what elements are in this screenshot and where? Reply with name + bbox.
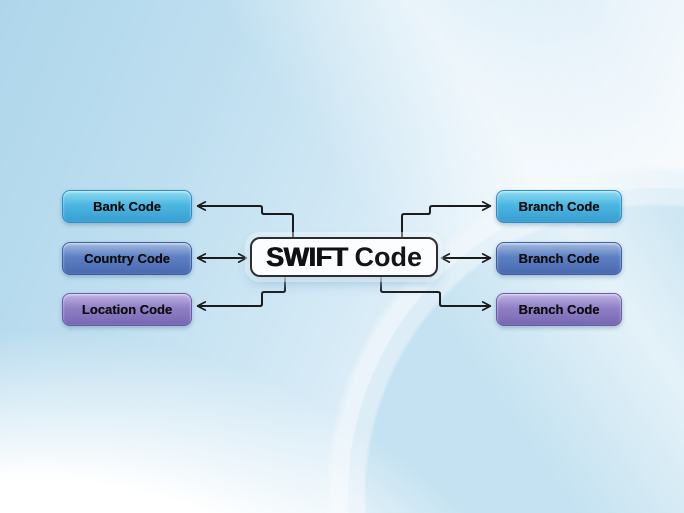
node-location-code: Location Code (62, 293, 192, 326)
node-branch-code-top-label: Branch Code (518, 199, 600, 214)
connector-swift-to-bank-code (196, 201, 294, 238)
connector-swift-to-location-code (196, 276, 286, 311)
node-branch-code-bottom: Branch Code (496, 293, 622, 326)
node-bank-code-label: Bank Code (93, 199, 161, 214)
node-branch-code-middle-label: Branch Code (518, 251, 600, 266)
node-swift-code: SWIFT Code (250, 237, 438, 277)
node-bank-code: Bank Code (62, 190, 192, 223)
node-country-code: Country Code (62, 242, 192, 275)
connector-swift-to-branch-code-bottom (380, 276, 492, 311)
node-country-code-label: Country Code (84, 251, 170, 266)
connector-swift-to-branch-code-top (401, 201, 492, 238)
node-branch-code-top: Branch Code (496, 190, 622, 223)
swift-code-label-secondary: Code (354, 241, 422, 272)
node-branch-code-bottom-label: Branch Code (518, 302, 600, 317)
node-location-code-label: Location Code (81, 302, 173, 317)
node-branch-code-middle: Branch Code (496, 242, 622, 275)
swift-code-label-primary: SWIFT (266, 241, 348, 272)
